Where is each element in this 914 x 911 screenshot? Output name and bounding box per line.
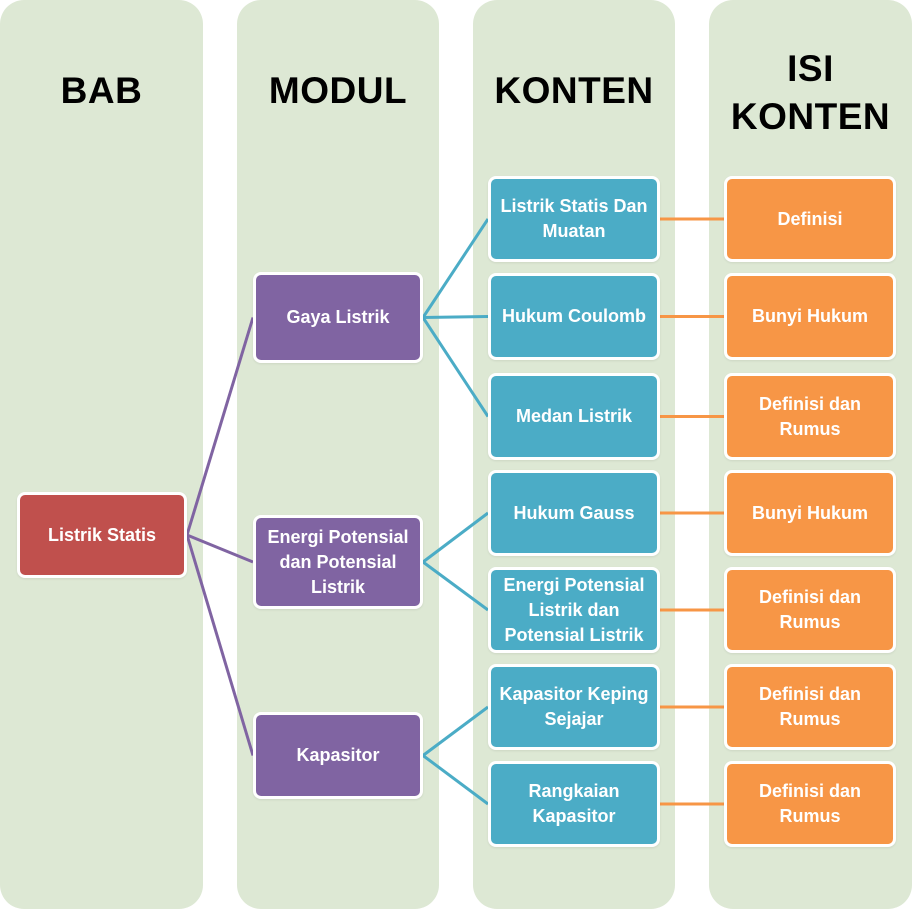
isi-konten-node[interactable]: Bunyi Hukum [724, 470, 896, 556]
isi-konten-node[interactable]: Definisi dan Rumus [724, 664, 896, 750]
konten-node[interactable]: Rangkaian Kapasitor [488, 761, 660, 847]
konten-node[interactable]: Kapasitor Keping Sejajar [488, 664, 660, 750]
isi-konten-node[interactable]: Definisi dan Rumus [724, 567, 896, 653]
isi-konten-label: Definisi dan Rumus [758, 684, 861, 729]
modul-label: Gaya Listrik [286, 307, 390, 327]
konten-label: Kapasitor Keping Sejajar [499, 684, 649, 729]
isi-konten-label: Definisi dan Rumus [758, 393, 861, 439]
isi-konten-label: Definisi dan Rumus [758, 781, 861, 826]
column-title-konten: KONTEN [494, 70, 654, 111]
isi-konten-label: Definisi [777, 208, 843, 229]
konten-node[interactable]: Hukum Coulomb [488, 273, 660, 360]
konten-label: Energi Potensial Listrik dan Potensial L… [503, 574, 645, 645]
column-title-modul: MODUL [268, 70, 408, 111]
bab-node[interactable]: Listrik Statis [17, 492, 187, 578]
konten-node[interactable]: Energi Potensial Listrik dan Potensial L… [488, 567, 660, 653]
konten-node[interactable]: Listrik Statis Dan Muatan [488, 176, 660, 262]
konten-label: Hukum Gauss [513, 502, 635, 523]
konten-label: Medan Listrik [515, 406, 633, 426]
isi-konten-node[interactable]: Definisi [724, 176, 896, 262]
konten-label: Hukum Coulomb [502, 306, 646, 326]
isi-konten-label: Bunyi Hukum [751, 306, 868, 326]
konten-label: Rangkaian Kapasitor [528, 781, 620, 826]
modul-label: Energi Potensial dan Potensial Listrik [267, 526, 409, 597]
konten-label: Listrik Statis Dan Muatan [500, 196, 648, 241]
modul-label: Kapasitor [296, 745, 380, 765]
modul-konten-connector [422, 315, 489, 319]
modul-node[interactable]: Kapasitor [253, 712, 423, 799]
modul-konten-connector [421, 316, 490, 418]
modul-konten-connector [422, 511, 489, 564]
bab-modul-connector [186, 533, 254, 564]
modul-node[interactable]: Gaya Listrik [253, 272, 423, 363]
modul-konten-connector [422, 705, 489, 757]
bab-modul-connector [185, 534, 255, 756]
bab-modul-connector [185, 317, 255, 536]
column-bab: BAB [0, 0, 203, 909]
modul-konten-connector [421, 218, 490, 319]
konten-node[interactable]: Medan Listrik [488, 373, 660, 460]
modul-node[interactable]: Energi Potensial dan Potensial Listrik [253, 515, 423, 609]
bab-label: Listrik Statis [47, 524, 157, 545]
modul-konten-connector [422, 754, 489, 806]
isi-konten-label: Bunyi Hukum [751, 502, 868, 523]
column-title-isi-konten: ISI KONTEN [730, 48, 891, 137]
column-title-bab: BAB [60, 70, 143, 111]
isi-konten-node[interactable]: Definisi dan Rumus [724, 761, 896, 847]
isi-konten-node[interactable]: Bunyi Hukum [724, 273, 896, 360]
isi-konten-label: Definisi dan Rumus [758, 587, 861, 632]
konten-node[interactable]: Hukum Gauss [488, 470, 660, 556]
isi-konten-node[interactable]: Definisi dan Rumus [724, 373, 896, 460]
modul-konten-connector [422, 560, 489, 612]
